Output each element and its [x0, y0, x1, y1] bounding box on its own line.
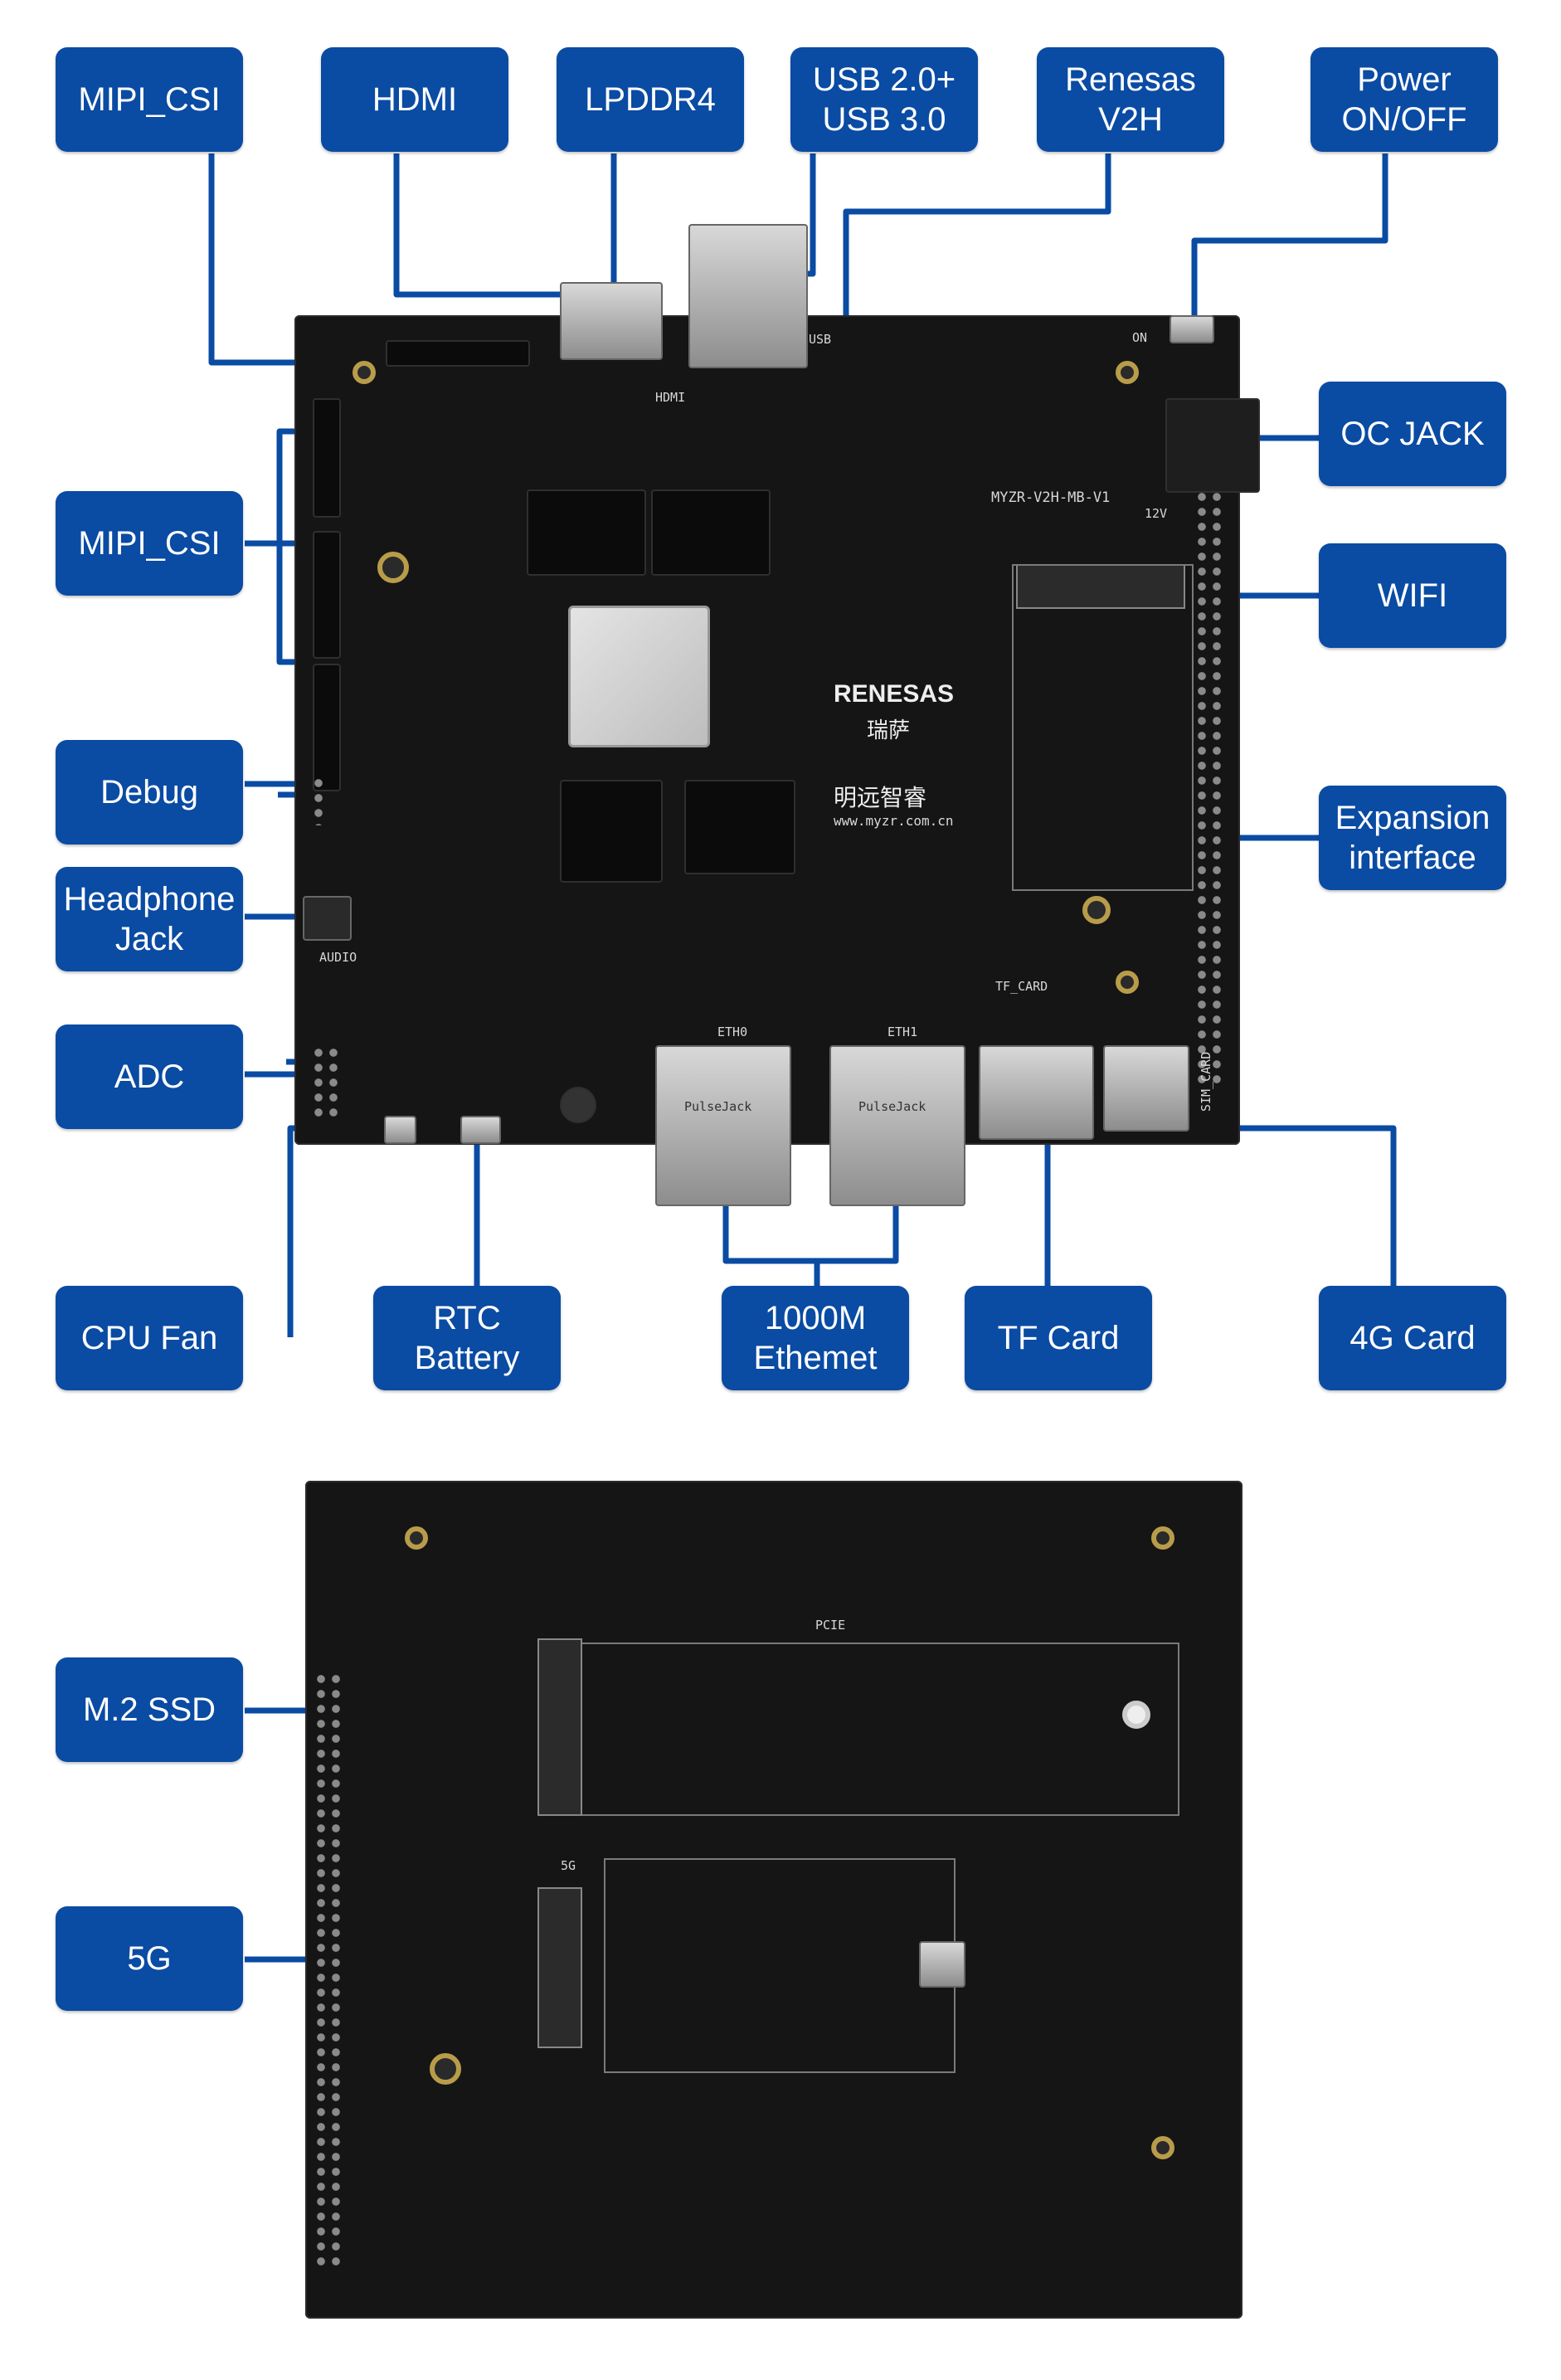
5g-mount-standoff [919, 1941, 965, 1988]
label-lpddr4: LPDDR4 [557, 47, 744, 152]
usb-connector [688, 224, 808, 368]
silk-tf-card: TF_CARD [995, 979, 1048, 994]
silk-pcie: PCIE [815, 1618, 846, 1633]
label-mipi-csi-top: MIPI_CSI [56, 47, 243, 152]
label-ethernet: 1000M Ethemet [722, 1286, 909, 1390]
headphone-jack [303, 896, 352, 941]
label-power: Power ON/OFF [1311, 47, 1498, 152]
silk-eth0: ETH0 [717, 1025, 748, 1039]
silk-on: ON [1132, 330, 1148, 345]
label-5g: 5G [56, 1906, 243, 2011]
bottom-mount-hole-2 [405, 1526, 428, 1550]
vendor-url: www.myzr.com.cn [834, 813, 954, 829]
reset-button [560, 1087, 596, 1123]
csi1-connector [313, 531, 341, 659]
label-adc: ADC [56, 1025, 243, 1129]
label-renesas-v2h: Renesas V2H [1037, 47, 1224, 152]
oc-jack-connector [1165, 398, 1260, 493]
eth1-jack [829, 1045, 965, 1206]
pmic-chip [684, 780, 795, 874]
emmc-chip [560, 780, 663, 883]
wifi-module-outline [1012, 564, 1194, 891]
power-switch [1170, 315, 1214, 343]
pulsejack-eth0: PulseJack [684, 1099, 752, 1114]
label-headphone: Headphone Jack [56, 867, 243, 971]
label-rtc-battery: RTC Battery [373, 1286, 561, 1390]
eth0-jack [655, 1045, 791, 1206]
silk-usb: USB [809, 332, 832, 347]
board-id: MYZR-V2H-MB-V1 [991, 489, 1111, 506]
silk-sim-card: SIM_CARD [1199, 1051, 1213, 1112]
silk-12v: 12V [1145, 506, 1168, 521]
ssd-mount-hole [1122, 1701, 1150, 1729]
hdmi-connector [560, 282, 663, 360]
label-hdmi: HDMI [321, 47, 508, 152]
lpddr4-chip-b [651, 489, 771, 576]
line-power [1191, 153, 1388, 325]
mount-hole-tl [353, 361, 376, 384]
label-m2-ssd: M.2 SSD [56, 1657, 243, 1762]
label-tf-card: TF Card [965, 1286, 1152, 1390]
csi0-connector [313, 664, 341, 791]
silk-5g: 5G [561, 1858, 576, 1873]
renesas-v2h-soc [568, 606, 710, 747]
label-expansion: Expansion interface [1319, 786, 1506, 890]
5g-slot-outline [604, 1858, 956, 2073]
label-cpu-fan: CPU Fan [56, 1286, 243, 1390]
silk-hdmi: HDMI [655, 390, 686, 405]
csi3-connector [386, 340, 530, 367]
expansion-header [1194, 489, 1228, 1087]
silk-audio: AUDIO [319, 950, 357, 965]
line-4g [1149, 1125, 1397, 1294]
vendor-cn: 明远智睿 [834, 784, 927, 811]
line-hdmi [393, 153, 588, 313]
silk-eth1: ETH1 [887, 1025, 918, 1039]
label-debug: Debug [56, 740, 243, 844]
label-4g-card: 4G Card [1319, 1286, 1506, 1390]
brand-renesas-cn: 瑞萨 [867, 718, 911, 743]
pulsejack-eth1: PulseJack [858, 1099, 926, 1114]
cpu-fan-connector [384, 1116, 416, 1144]
bottom-mount-hole-4 [1151, 2136, 1174, 2159]
bottom-board: PCIE 5G [305, 1481, 1242, 2319]
label-oc-jack: OC JACK [1319, 382, 1506, 486]
tf-card-slot [979, 1045, 1094, 1140]
sim-card-slot [1103, 1045, 1189, 1132]
label-usb: USB 2.0+ USB 3.0 [790, 47, 978, 152]
top-board: RENESAS 瑞萨 明远智睿 www.myzr.com.cn MYZR-V2H… [294, 224, 1260, 1206]
lpddr4-chip-a [527, 489, 646, 576]
bottom-mount-hole-1 [430, 2053, 461, 2085]
bottom-mount-hole-3 [1151, 1526, 1174, 1550]
debug-header [311, 776, 328, 825]
brand-renesas: RENESAS [834, 680, 955, 708]
adc-header [311, 1045, 344, 1120]
label-mipi-csi-left: MIPI_CSI [56, 491, 243, 596]
mount-hole-tr [1116, 361, 1139, 384]
csi2-connector [313, 398, 341, 518]
mount-hole-l [377, 552, 409, 583]
bottom-expansion-pins [314, 1672, 347, 2269]
label-wifi: WIFI [1319, 543, 1506, 648]
pcie-slot-outline [579, 1643, 1179, 1816]
wifi-mount-hole [1082, 896, 1111, 924]
m2-ssd-connector [537, 1638, 582, 1816]
rtc-battery-connector [460, 1116, 501, 1144]
5g-connector [537, 1887, 582, 2048]
mount-hole-br [1116, 971, 1139, 994]
